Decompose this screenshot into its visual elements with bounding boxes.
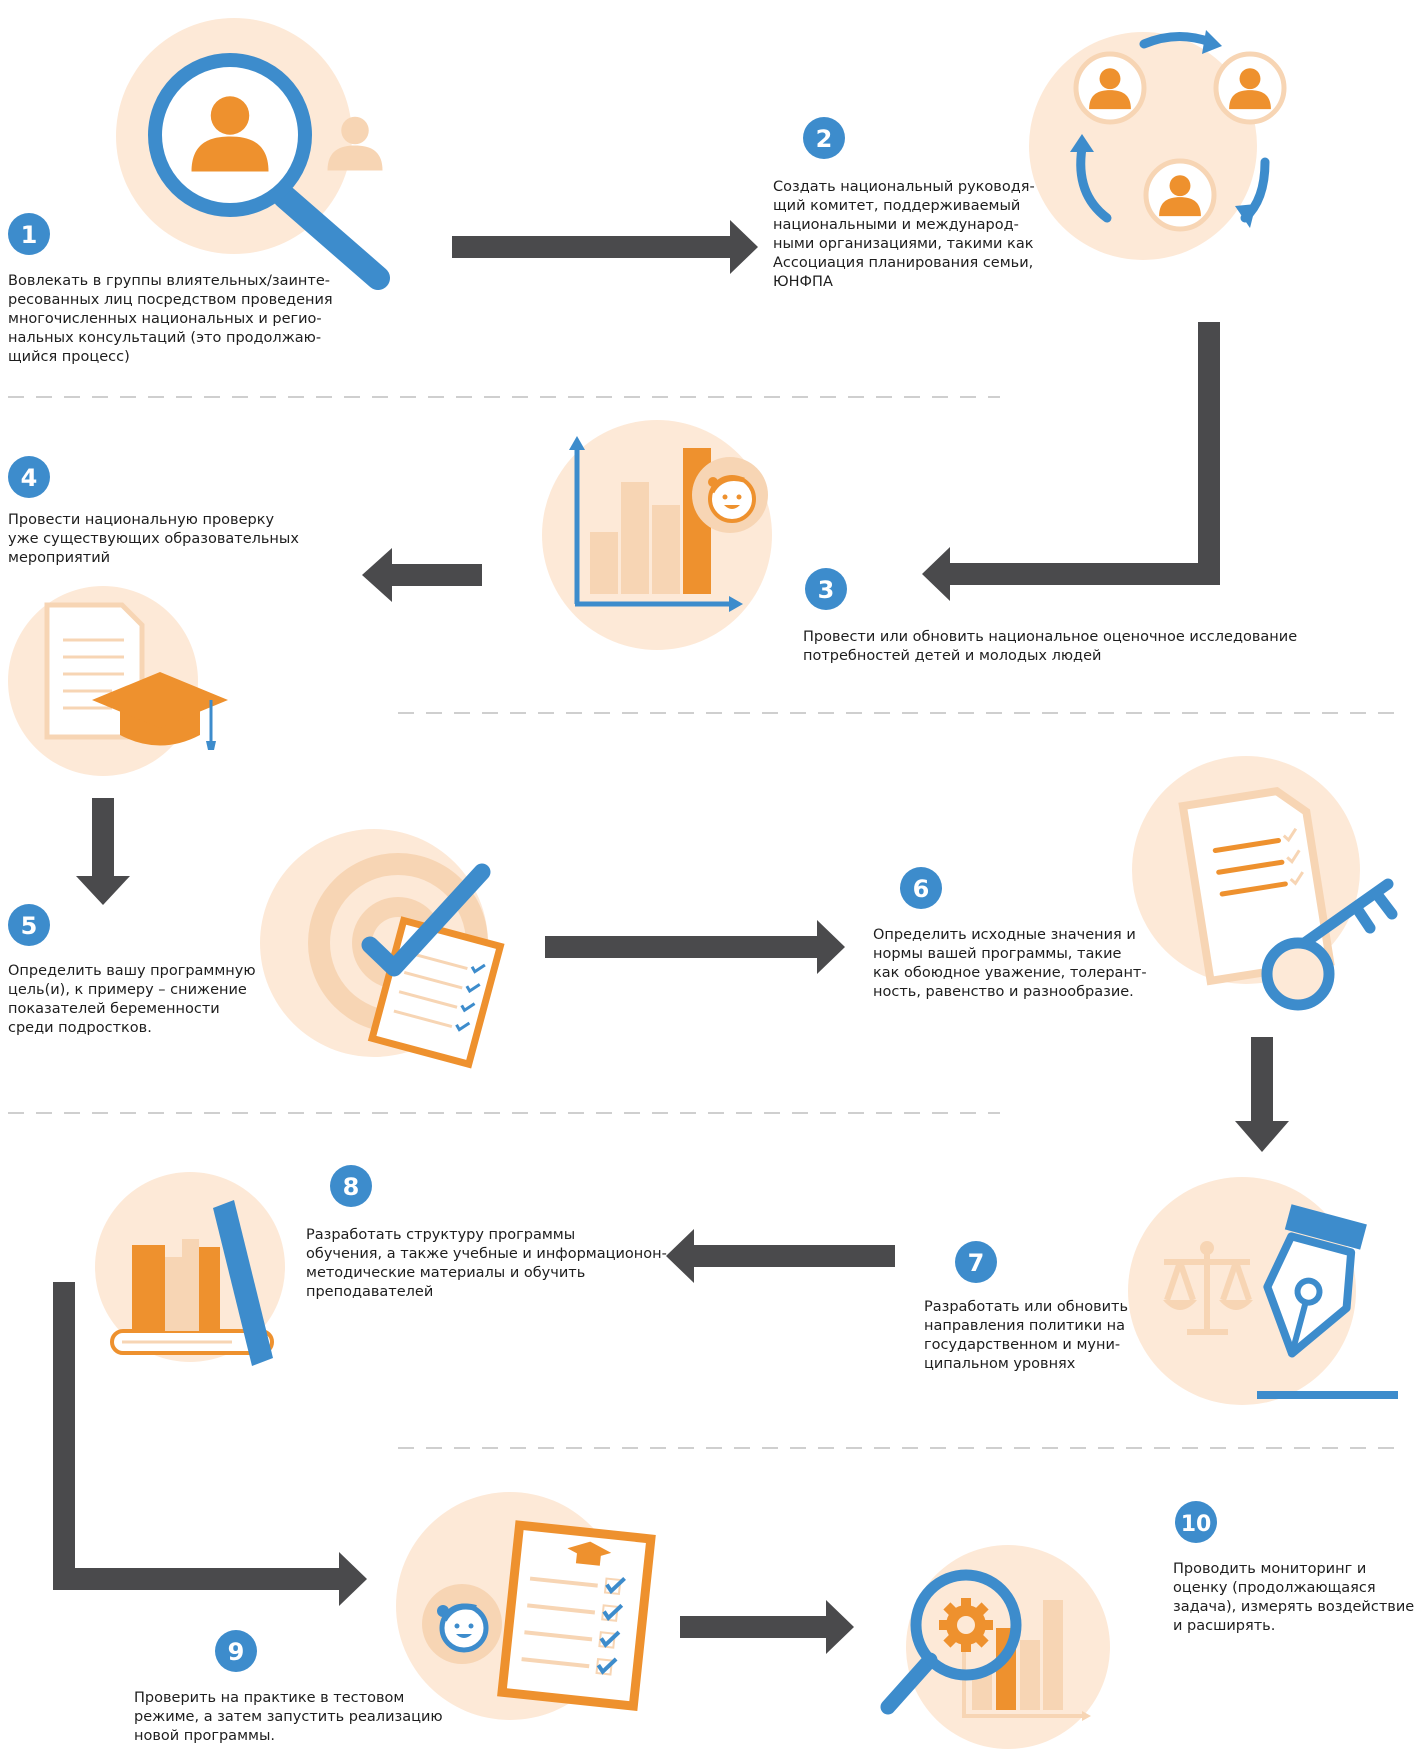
step-6-line: ность, равенство и разнообразие. <box>873 984 1134 1000</box>
arrow-3-to-4 <box>362 548 482 602</box>
step-9-line: режиме, а затем запустить реализацию <box>134 1709 443 1725</box>
step-10-number: 10 <box>1181 1512 1212 1537</box>
step-1-line: ресованных лиц посредством проведения <box>8 292 333 308</box>
step-9-line: Проверить на практике в тестовом <box>134 1690 405 1706</box>
step-8-line: Разработать структуру программы <box>306 1227 576 1243</box>
books-icon <box>95 1172 285 1366</box>
bar-chart-child-icon <box>542 420 772 650</box>
magnifier-gear-chart-icon <box>880 1545 1110 1749</box>
step-5-line: показателей беременности <box>8 1001 220 1017</box>
step-6-line: как обоюдное уважение, толерант- <box>873 965 1147 981</box>
person-node-bottom <box>1143 158 1217 232</box>
step-1-line: нальных консультаций (это продолжаю- <box>8 330 322 346</box>
step-10-line: и расширять. <box>1173 1618 1276 1634</box>
step-1-line: щийся процесс) <box>8 349 130 365</box>
step-4-line: мероприятий <box>8 550 111 566</box>
step-7-line: государственном и муни- <box>924 1337 1121 1353</box>
step-4-text: Провести национальную проверку уже сущес… <box>8 511 299 568</box>
step-8-line: обучения, а также учебные и информационо… <box>306 1246 667 1262</box>
step-7-line: направления политики на <box>924 1318 1125 1334</box>
person-node-left <box>1073 51 1147 125</box>
arrow-4-to-5 <box>76 798 130 905</box>
step-10-line: задача), измерять воздействие <box>1173 1599 1415 1615</box>
step-9-badge: 9 <box>215 1630 257 1672</box>
step-7-number: 7 <box>968 1249 985 1277</box>
step-1-text: Вовлекать в группы влиятельных/заинте- р… <box>8 272 333 367</box>
target-checklist-icon <box>260 829 505 1069</box>
step-5-line: Определить вашу программную <box>8 963 256 979</box>
step-10-badge: 10 <box>1175 1501 1217 1543</box>
step-1-number: 1 <box>21 221 38 249</box>
step-8-text: Разработать структуру программы обучения… <box>306 1226 667 1302</box>
step-1-badge: 1 <box>8 213 50 255</box>
step-6-badge: 6 <box>900 867 942 909</box>
step-6-line: нормы вашей программы, такие <box>873 946 1122 962</box>
step-1-line: Вовлекать в группы влиятельных/заинте- <box>8 273 331 289</box>
flow-arrows <box>53 220 1289 1654</box>
step-5-line: среди подростков. <box>8 1020 152 1036</box>
scales-pen-icon <box>1128 1177 1398 1405</box>
step-9-line: новой программы. <box>134 1728 275 1744</box>
step-3-line: потребностей детей и молодых людей <box>803 648 1102 664</box>
step-4-number: 4 <box>21 464 38 492</box>
person-node-right <box>1213 51 1287 125</box>
arrow-2-to-3 <box>922 322 1220 601</box>
step-9-number: 9 <box>228 1638 245 1666</box>
step-6-number: 6 <box>913 875 930 903</box>
step-5-number: 5 <box>21 912 38 940</box>
step-2-number: 2 <box>816 125 833 153</box>
arrow-8-to-9 <box>53 1282 367 1606</box>
step-8-number: 8 <box>343 1173 360 1201</box>
step-8-badge: 8 <box>330 1165 372 1207</box>
step-5-badge: 5 <box>8 904 50 946</box>
step-4-badge: 4 <box>8 456 50 498</box>
step-10-text: Проводить мониторинг и оценку (продолжаю… <box>1173 1560 1414 1636</box>
step-5-text: Определить вашу программную цель(и), к п… <box>8 962 256 1038</box>
step-2-badge: 2 <box>803 117 845 159</box>
step-3-number: 3 <box>818 576 835 604</box>
step-badges: 1 2 3 4 5 6 7 8 <box>8 117 1217 1672</box>
step-2-text: Создать национальный руководя- щий комит… <box>773 178 1035 292</box>
step-4-line: Провести национальную проверку <box>8 512 275 528</box>
step-3-line: Провести или обновить национальное оцено… <box>803 629 1298 645</box>
step-10-line: Проводить мониторинг и <box>1173 1561 1367 1577</box>
step-7-line: ципальном уровнях <box>924 1356 1076 1372</box>
step-3-badge: 3 <box>805 568 847 610</box>
people-cycle-icon <box>1029 30 1287 260</box>
arrow-5-to-6 <box>545 920 845 974</box>
step-8-line: преподавателей <box>306 1284 434 1300</box>
step-2-line: Создать национальный руководя- <box>773 179 1035 195</box>
step-10-line: оценку (продолжающаяся <box>1173 1580 1376 1596</box>
step-4-line: уже существующих образовательных <box>8 531 299 547</box>
step-7-badge: 7 <box>955 1241 997 1283</box>
arrow-7-to-8 <box>666 1229 895 1283</box>
step-8-line: методические материалы и обучить <box>306 1265 586 1281</box>
step-6-line: Определить исходные значения и <box>873 927 1136 943</box>
row-dividers <box>8 396 1395 1449</box>
checklist-child-icon <box>396 1492 656 1720</box>
step-1-line: многочисленных национальных и регио- <box>8 311 322 327</box>
arrow-9-to-10 <box>680 1600 854 1654</box>
step-6-text: Определить исходные значения и нормы ваш… <box>873 926 1147 1002</box>
document-graduation-cap-icon <box>8 586 228 776</box>
step-2-line: ЮНФПА <box>773 274 833 290</box>
step-9-text: Проверить на практике в тестовом режиме,… <box>134 1689 443 1746</box>
step-2-line: национальными и международ- <box>773 217 1019 233</box>
document-key-icon <box>1132 756 1398 1011</box>
arrow-1-to-2 <box>452 220 758 274</box>
arrow-6-to-7 <box>1235 1037 1289 1152</box>
step-5-line: цель(и), к примеру – снижение <box>8 982 247 998</box>
step-3-text: Провести или обновить национальное оцено… <box>803 628 1297 666</box>
step-2-line: ными организациями, такими как <box>773 236 1034 252</box>
step-7-line: Разработать или обновить <box>924 1299 1129 1315</box>
step-2-line: щий комитет, поддерживаемый <box>773 198 1021 214</box>
magnifier-person-icon <box>116 18 390 290</box>
step-7-text: Разработать или обновить направления пол… <box>924 1298 1128 1374</box>
step-2-line: Ассоциация планирования семьи, <box>773 255 1034 271</box>
